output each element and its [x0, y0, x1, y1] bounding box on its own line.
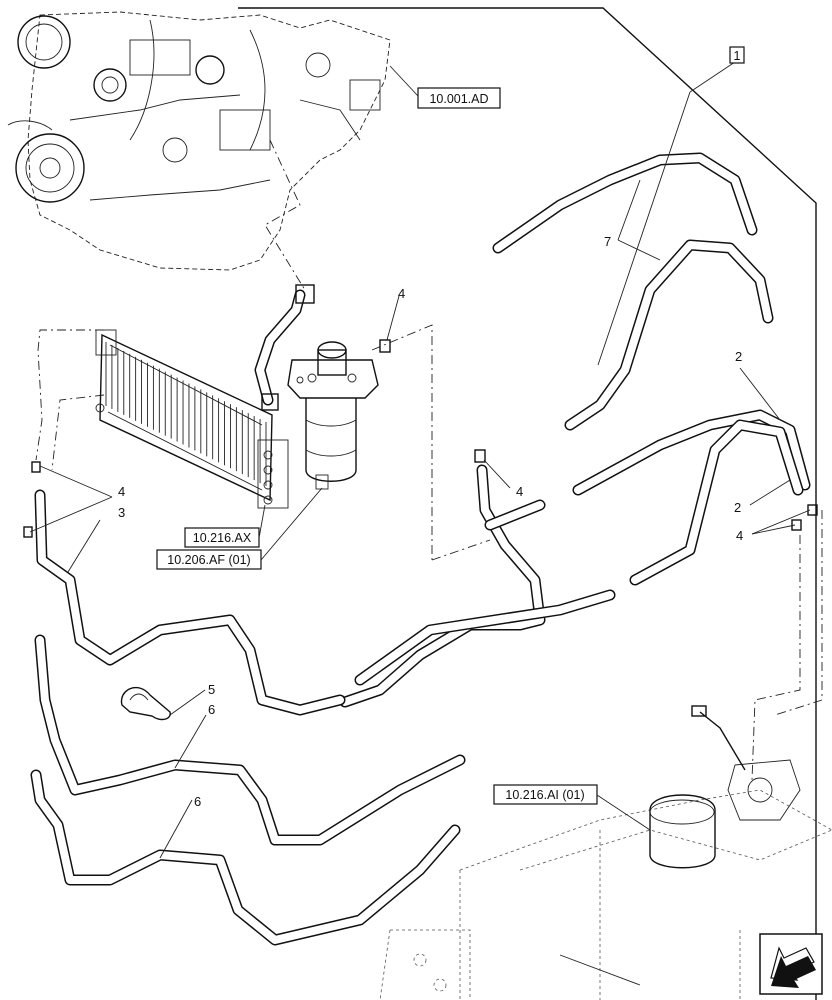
leader-6-upper [174, 714, 207, 769]
ref-engine-label: 10.001.AD [429, 92, 488, 106]
inlet-fitting [295, 284, 315, 304]
cooler-dash-link [35, 329, 104, 461]
ref-tank-label: 10.216.AI (01) [505, 788, 584, 802]
clip-left [23, 461, 113, 538]
clip-mid [474, 449, 511, 489]
frame-lines [238, 7, 817, 1000]
filter-dash-link [371, 324, 433, 560]
callout-2-bottom: 2 [734, 500, 741, 515]
engine-dash-link [264, 139, 306, 291]
engine-block [7, 11, 391, 271]
callout-4-mid: 4 [516, 484, 523, 499]
tube-6-upper [34, 634, 466, 846]
tube-6-lower [30, 769, 461, 946]
callout-6-upper: 6 [208, 702, 215, 717]
arrow-back-icon[interactable] [759, 933, 823, 995]
leader-7-b [617, 239, 661, 261]
right-dash-link-2 [774, 510, 823, 716]
ref-filter-label: 10.206.AF (01) [167, 553, 250, 567]
callout-3: 3 [118, 505, 125, 520]
engine-ref-leader [389, 65, 419, 97]
clip-right [751, 504, 818, 535]
cooler-dash-link-2 [51, 394, 105, 471]
leader-2-bottom [749, 479, 791, 506]
ref-cooler-label: 10.216.AX [193, 531, 252, 545]
item-1-box: 1 [729, 46, 745, 64]
ref-filter: 10.206.AF (01) [156, 487, 323, 570]
hose-7 [492, 152, 774, 431]
callout-4-top: 4 [398, 286, 405, 301]
leader-2-top [739, 367, 781, 421]
leader-1-to-hose [597, 91, 691, 366]
ref-engine: 10.001.AD [417, 87, 501, 109]
hose-3 [34, 489, 346, 716]
hydraulic-tank [379, 705, 832, 1000]
callout-4-left: 4 [118, 484, 125, 499]
callout-7: 7 [604, 234, 611, 249]
clip-top [379, 295, 400, 353]
ref-tank: 10.216.AI (01) [493, 784, 651, 831]
callout-5: 5 [208, 682, 215, 697]
ref-cooler: 10.216.AX [184, 504, 266, 548]
leader-7-a [617, 179, 641, 241]
hose-2 [339, 409, 811, 708]
callout-6-lower: 6 [194, 794, 201, 809]
callout-2-top: 2 [735, 349, 742, 364]
callout-4-right: 4 [736, 528, 743, 543]
filter-assembly [287, 341, 379, 490]
leader-3 [67, 519, 101, 573]
bracket-5 [120, 686, 206, 721]
right-dash-link [751, 535, 801, 781]
leader-6-lower [159, 799, 193, 859]
oil-cooler [95, 329, 289, 509]
center-dash-link [431, 539, 491, 561]
item-1-label: 1 [734, 49, 741, 63]
